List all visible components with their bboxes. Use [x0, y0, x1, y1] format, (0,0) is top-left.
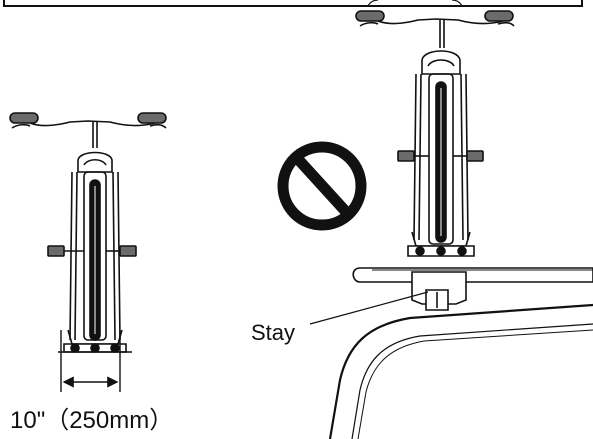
stay-label: Stay — [251, 320, 295, 345]
width-dimension-label: 10"（250mm） — [10, 407, 173, 434]
stay-leader-line — [309, 291, 429, 325]
top-frame-border — [3, 0, 583, 7]
left-bicycle-front-view — [9, 112, 167, 353]
width-dimension-indicator — [60, 330, 121, 392]
prohibition-icon — [277, 141, 367, 231]
right-bicycle-front-view — [355, 10, 515, 257]
roof-crossbar — [352, 267, 593, 283]
car-roof-outline — [328, 303, 593, 439]
stay-foot-bracket — [411, 271, 467, 311]
